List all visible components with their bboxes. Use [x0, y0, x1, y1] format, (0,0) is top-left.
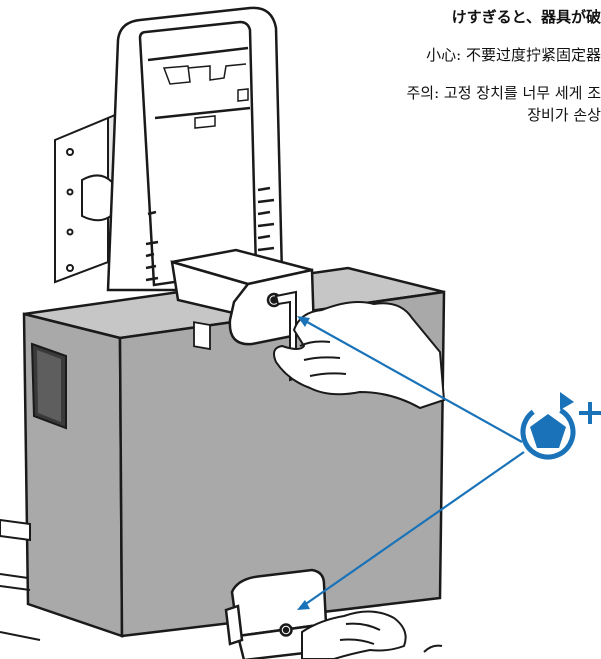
hand-bottom	[301, 610, 443, 659]
wall-mount-plate	[54, 110, 123, 284]
hand-top	[273, 301, 446, 410]
stand-base	[0, 518, 41, 641]
caution-caption-korean-line1: 주의: 고정 장치를 너무 세게 조	[406, 84, 601, 102]
caution-caption-korean-line2: 장비가 손상	[527, 106, 601, 124]
callout-line-bottom	[299, 451, 525, 609]
height-scale	[145, 186, 275, 282]
stand-column	[106, 6, 284, 292]
tighten-pentagon-plus-icon	[520, 392, 601, 460]
arrowhead-bottom	[297, 600, 310, 610]
arrowhead-top	[297, 316, 310, 327]
caution-caption-chinese: 小心: 不要过度拧紧固定器	[426, 46, 601, 64]
callout-line-top	[299, 317, 523, 443]
caution-caption-japanese: けすぎると、器具が破	[451, 8, 601, 26]
callout-arrowheads	[297, 316, 310, 610]
callout-lines	[299, 317, 525, 609]
